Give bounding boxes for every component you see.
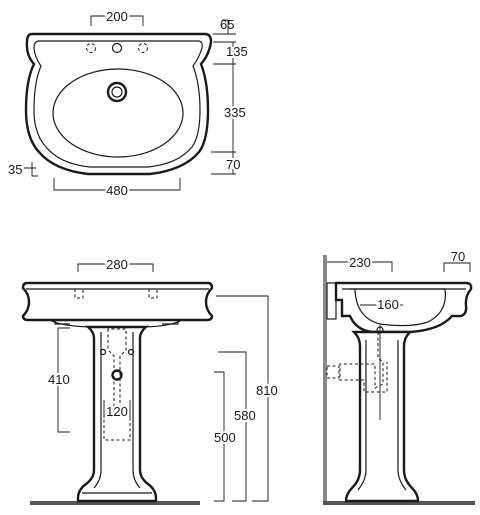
basin-outer-outline [24,32,213,176]
dim-label-160: 160 [377,297,399,312]
side-pedestal-inner-left [357,340,367,491]
side-view: 230 70 160 [323,249,475,505]
drain-outer [106,81,128,103]
dim-line-right-stack [211,20,236,175]
front-waste-outlet [111,369,123,381]
front-trap-dashed [107,328,127,415]
front-tap-hole-right [148,289,158,299]
dim-line-230 [327,261,393,272]
basin-bowl [52,68,184,158]
front-trap-box-dashed [103,414,131,441]
side-basin-profile [334,281,473,334]
dim-label-65: 65 [220,17,234,32]
dim-line-200 [90,15,144,26]
dim-line-500 [214,371,225,502]
front-bracket-right [162,320,179,325]
front-pedestal-inner-right [132,332,141,489]
side-floor [323,501,475,505]
dim-label-810: 810 [256,383,278,398]
dim-label-280: 280 [106,257,128,272]
side-bowl-curve [350,288,446,327]
dim-label-500: 500 [214,430,236,445]
side-waste-pipe [326,365,340,379]
dim-label-230: 230 [349,255,371,270]
front-view: 280 120 410 810 580 500 [21,255,280,505]
dim-line-580 [218,351,247,502]
front-bolt-left [99,348,107,356]
tap-hole-center [111,42,123,54]
dim-label-335: 335 [224,105,246,120]
dim-label-580: 580 [234,408,256,423]
tap-hole-left [86,43,96,53]
front-basin-top [21,281,214,322]
side-wall [323,255,327,505]
top-view: 200 65 135 335 70 35 480 [8,7,250,200]
side-wall-bracket [326,282,337,320]
dim-label-70-top: 70 [226,157,240,172]
front-pedestal-inner-left [93,332,102,489]
dim-line-810 [216,295,269,502]
dim-label-480: 480 [106,183,128,198]
side-trap-dashed [339,332,388,393]
front-bracket-left [54,320,70,325]
dim-line-480 [53,178,181,191]
dim-label-135: 135 [226,44,248,59]
dim-label-200: 200 [106,9,128,24]
front-bolt-right [127,348,135,356]
front-tap-hole-left [74,289,84,299]
dim-line-120 [103,400,131,418]
side-pedestal [344,330,420,503]
front-floor [30,501,200,505]
side-waste-fitting [376,326,384,334]
side-pedestal-inner-right [397,340,407,491]
dim-line-410 [57,327,70,433]
drain-inner [111,86,123,98]
basin-inner-rim [33,40,203,168]
dim-label-70-side: 70 [451,249,465,264]
dim-line-35 [24,162,38,177]
dim-label-35: 35 [8,162,22,177]
dim-line-70-side [443,262,471,272]
dim-label-120: 120 [106,404,128,419]
dim-line-280 [77,263,154,272]
tap-hole-right [138,43,148,53]
dim-label-410: 410 [48,372,70,387]
